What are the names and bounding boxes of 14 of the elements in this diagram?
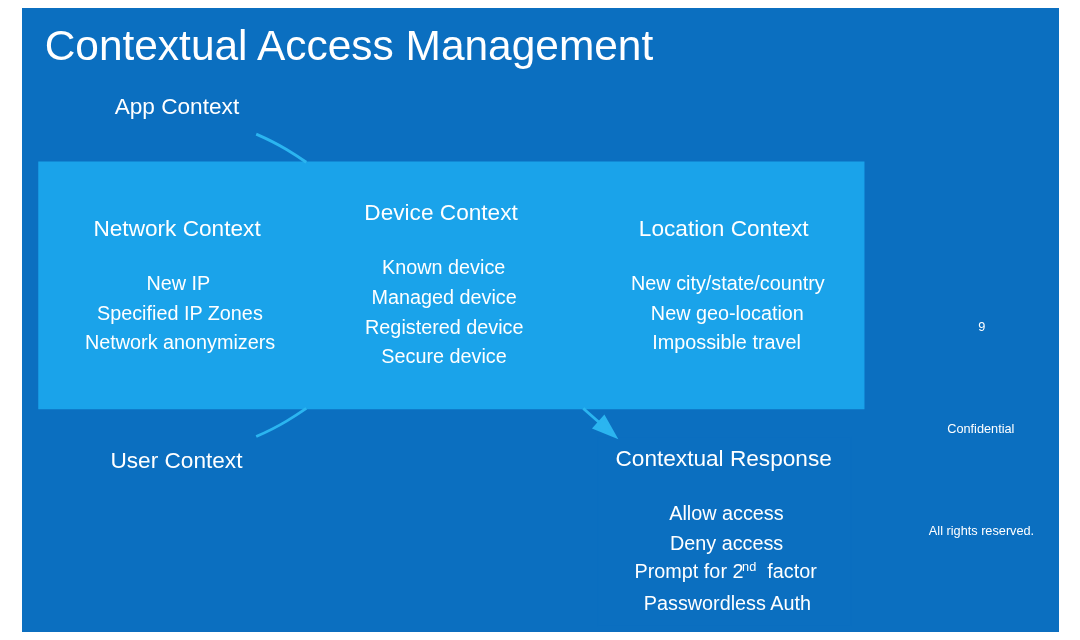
node-text: Device Context Known device Managed device Registered device Secure device: [363, 199, 524, 368]
node-text: App Context: [114, 93, 239, 119]
node-text: User Context: [109, 447, 242, 473]
connector: [255, 407, 307, 438]
node-text: Location Context New city/state/country New geo-location Impossible travel: [630, 215, 825, 354]
label: 9: [977, 318, 985, 334]
label: Confidential: [946, 420, 1014, 436]
node-text: Contextual Response Allow access Deny access Prompt for 2$^{nd}$ factor Passwordless Auth: [614, 446, 832, 614]
connector: [255, 132, 307, 164]
diagram-title: Contextual Access Management: [44, 21, 653, 69]
cluster: [37, 161, 864, 410]
node-text: Network Context New IP Specified IP Zones Network anonymizers: [84, 215, 275, 354]
label: All rights reserved.: [928, 522, 1034, 538]
arrow: [581, 407, 618, 440]
